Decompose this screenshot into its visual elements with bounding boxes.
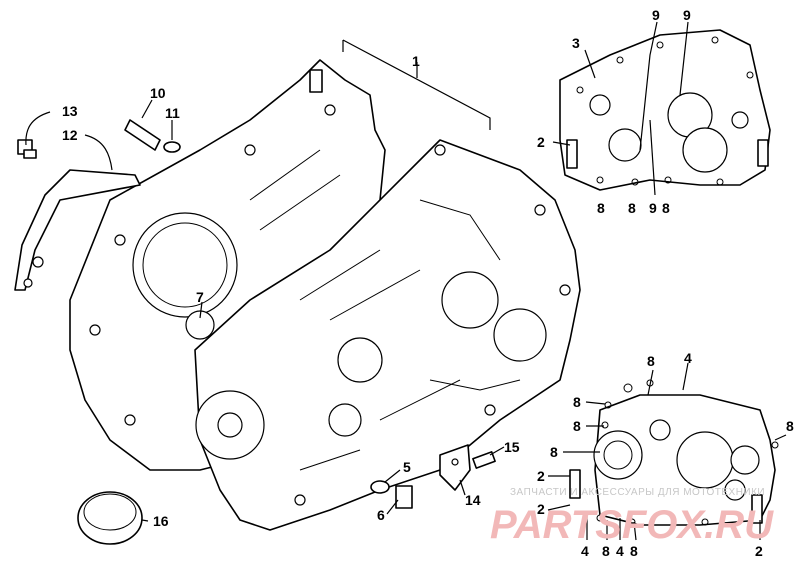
callout-8: 8 bbox=[647, 353, 655, 369]
watermark-brand: PARTSFOX.RU bbox=[490, 503, 774, 547]
inset-view-right-case bbox=[569, 379, 779, 526]
callout-9: 9 bbox=[652, 7, 660, 23]
callout-2: 2 bbox=[537, 468, 545, 484]
callout-8: 8 bbox=[573, 394, 581, 410]
callout-8: 8 bbox=[550, 444, 558, 460]
callout-8: 8 bbox=[597, 200, 605, 216]
callout-16: 16 bbox=[153, 513, 169, 529]
callout-2: 2 bbox=[755, 543, 763, 559]
callout-8: 8 bbox=[628, 200, 636, 216]
callout-8: 8 bbox=[602, 543, 610, 559]
drain-plug bbox=[370, 480, 413, 509]
callout-11: 11 bbox=[165, 105, 180, 121]
callout-15: 15 bbox=[504, 439, 520, 455]
callout-9: 9 bbox=[683, 7, 691, 23]
callout-9: 9 bbox=[649, 200, 657, 216]
callout-2: 2 bbox=[537, 134, 545, 150]
oil-fitting bbox=[124, 119, 181, 153]
callout-8: 8 bbox=[786, 418, 794, 434]
crankcase-cap bbox=[77, 491, 143, 545]
callout-4: 4 bbox=[616, 543, 624, 559]
callout-4: 4 bbox=[581, 543, 589, 559]
callout-1: 1 bbox=[412, 53, 420, 69]
callout-8: 8 bbox=[630, 543, 638, 559]
callout-labels: 1 3 9 9 2 8 8 9 8 10 11 13 12 7 8 4 8 8 … bbox=[62, 7, 794, 559]
callout-10: 10 bbox=[150, 85, 166, 101]
callout-13: 13 bbox=[62, 103, 78, 119]
callout-6: 6 bbox=[377, 507, 385, 523]
callout-3: 3 bbox=[572, 35, 580, 51]
watermark-caption: ЗАПЧАСТИ И АКСЕССУАРЫ ДЛЯ МОТОТЕХНИКИ bbox=[510, 487, 765, 498]
callout-14: 14 bbox=[465, 492, 481, 508]
callout-12: 12 bbox=[62, 127, 78, 143]
leader-lines bbox=[25, 21, 787, 541]
retainer-plate bbox=[439, 444, 496, 491]
breather-bracket bbox=[14, 139, 141, 291]
inset-view-left-case bbox=[559, 29, 771, 191]
callout-7: 7 bbox=[196, 289, 204, 305]
callout-4: 4 bbox=[684, 350, 692, 366]
callout-2: 2 bbox=[537, 501, 545, 517]
callout-8: 8 bbox=[662, 200, 670, 216]
callout-8: 8 bbox=[573, 418, 581, 434]
watermark: ЗАПЧАСТИ И АКСЕССУАРЫ ДЛЯ МОТОТЕХНИКИ PA… bbox=[490, 487, 774, 547]
crankcase-assembly bbox=[69, 39, 581, 531]
callout-5: 5 bbox=[403, 459, 411, 475]
